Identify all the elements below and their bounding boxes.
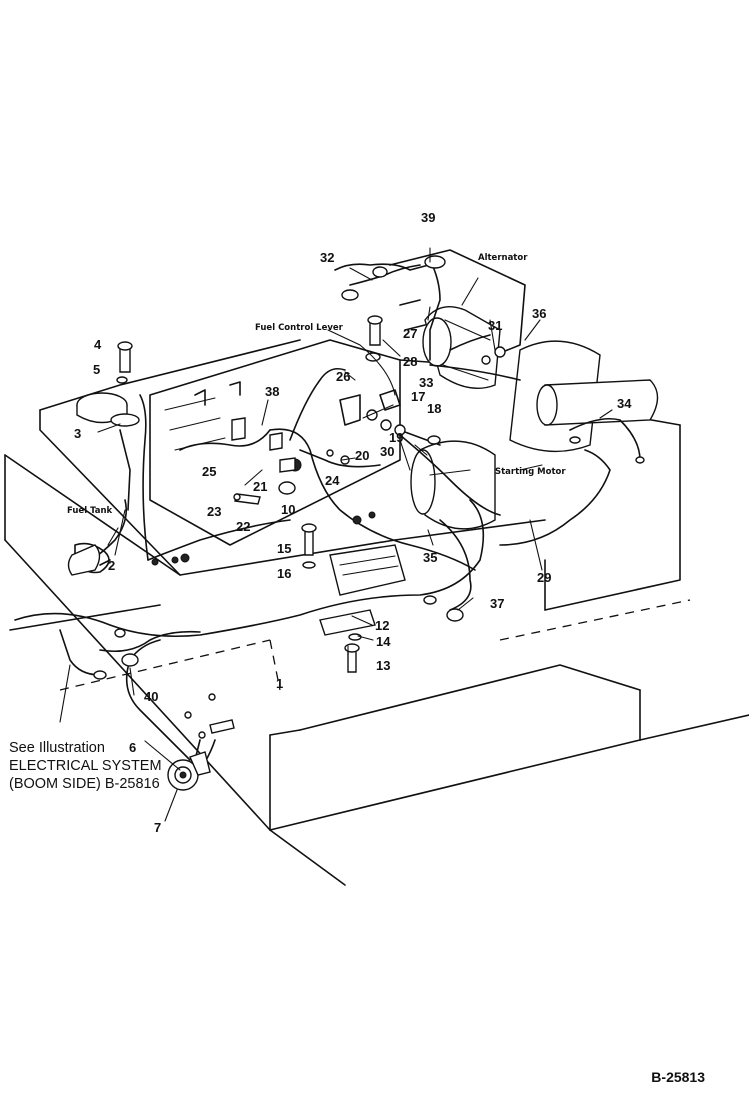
callout-34: 34 [617, 396, 632, 411]
leader-lines [59, 247, 613, 822]
callout-3: 3 [74, 426, 81, 441]
callout-32: 32 [320, 250, 334, 265]
callout-4: 4 [94, 337, 102, 352]
callout-2: 2 [108, 558, 115, 573]
callout-23: 23 [207, 504, 221, 519]
callout-15: 15 [277, 541, 291, 556]
fuel-control-linkage [339, 389, 441, 446]
figure-number: B-25813 [651, 1069, 705, 1085]
callout-20: 20 [355, 448, 369, 463]
callout-21: 21 [253, 479, 267, 494]
callout-39: 39 [421, 210, 435, 225]
callout-25: 25 [202, 464, 216, 479]
callout-38: 38 [265, 384, 279, 399]
callout-35: 35 [423, 550, 437, 565]
callout-5: 5 [93, 362, 100, 377]
reference-note: See Illustration ELECTRICAL SYSTEM (BOOM… [9, 740, 162, 792]
fuel-sender [67, 544, 101, 576]
callout-28: 28 [403, 354, 417, 369]
hardware [110, 315, 506, 739]
callout-37: 37 [490, 596, 504, 611]
starting-motor [410, 340, 659, 530]
callout-26: 26 [336, 369, 350, 384]
fuel-control-lever-label: Fuel Control Lever [255, 323, 344, 333]
alternator-label: Alternator [478, 253, 528, 263]
fuel-tank-label: Fuel Tank [67, 506, 113, 516]
callout-40: 40 [144, 689, 158, 704]
callout-31: 31 [488, 318, 502, 333]
callout-33: 33 [419, 375, 433, 390]
starting-motor-label: Starting Motor [495, 467, 566, 477]
callout-6: 6 [129, 740, 136, 755]
callout-14: 14 [376, 634, 391, 649]
callout-27: 27 [403, 326, 417, 341]
controller-box [319, 544, 406, 636]
callout-12: 12 [375, 618, 389, 633]
callout-22: 22 [236, 519, 250, 534]
callout-36: 36 [532, 306, 546, 321]
callout-18: 18 [427, 401, 441, 416]
horn [167, 751, 211, 791]
callout-10: 10 [281, 502, 295, 517]
callout-24: 24 [325, 473, 340, 488]
callout-19: 19 [389, 430, 403, 445]
callout-1: 1 [276, 676, 283, 691]
callout-7: 7 [154, 820, 161, 835]
callout-30: 30 [380, 444, 394, 459]
callout-29: 29 [537, 570, 551, 585]
callout-16: 16 [277, 566, 291, 581]
callout-13: 13 [376, 658, 390, 673]
callout-17: 17 [411, 389, 425, 404]
